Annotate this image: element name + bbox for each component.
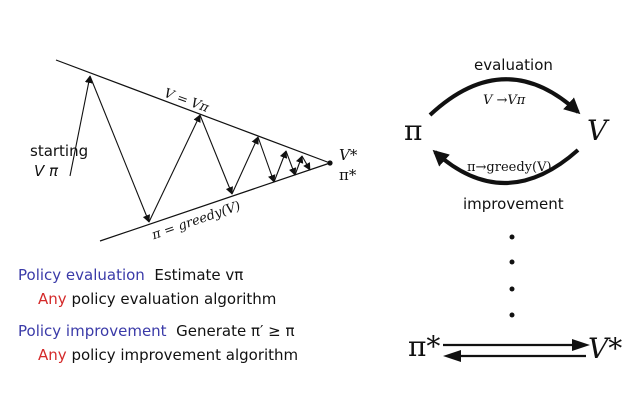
impr-any-rest: policy improvement algorithm — [71, 346, 299, 364]
optimal-pi-label: π* — [408, 330, 441, 363]
ellipsis-dot — [509, 259, 515, 265]
convergence-point — [327, 160, 333, 166]
starting-vpi-label: V π — [34, 162, 59, 180]
convergence-diagram — [55, 59, 333, 242]
impr-any-word: Any — [38, 346, 67, 364]
policy-evaluation-heading: Policy evaluation — [18, 266, 145, 284]
ellipsis-dot — [509, 234, 515, 240]
policy-evaluation-line: Policy evaluation Estimate vπ — [18, 266, 243, 284]
improvement-formula: π→greedy(V) — [467, 160, 552, 175]
policy-improvement-any-line: Any policy improvement algorithm — [38, 346, 298, 364]
ellipsis-dot — [509, 312, 515, 318]
policy-evaluation-any-line: Any policy evaluation algorithm — [38, 290, 276, 308]
policy-line — [99, 162, 331, 242]
improvement-label: improvement — [463, 195, 564, 213]
iteration-arrows — [69, 75, 311, 223]
policy-improvement-heading: Policy improvement — [18, 322, 167, 340]
starting-label: starting — [30, 142, 89, 160]
improvement-arc — [432, 148, 580, 185]
vstar-label: V* — [339, 146, 358, 164]
v-node-label: V — [587, 114, 608, 147]
value-line — [55, 59, 331, 164]
evaluation-formula: V →Vπ — [483, 93, 526, 108]
evaluation-label: evaluation — [474, 56, 553, 74]
optimal-v-label: V* — [588, 332, 623, 365]
pistar-label: π* — [339, 166, 357, 184]
eval-any-word: Any — [38, 290, 67, 308]
policy-improvement-desc: Generate π′ ≥ π — [176, 322, 295, 340]
cycle-diagram — [428, 77, 590, 362]
policy-evaluation-desc: Estimate vπ — [154, 266, 244, 284]
evaluation-arc — [428, 77, 581, 117]
ellipsis-dot — [509, 286, 515, 292]
pi-node-label: π — [404, 114, 423, 147]
eval-any-rest: policy evaluation algorithm — [71, 290, 277, 308]
equilibrium-arrows — [443, 339, 590, 362]
policy-improvement-line: Policy improvement Generate π′ ≥ π — [18, 322, 295, 340]
